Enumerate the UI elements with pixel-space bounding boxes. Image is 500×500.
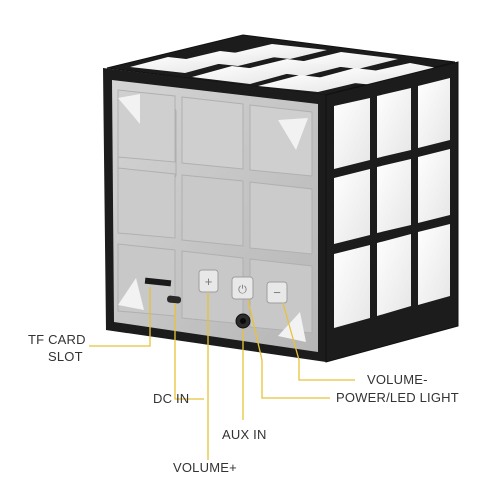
side-tile — [334, 245, 370, 328]
tf-card-label-line2: SLOT — [48, 349, 83, 364]
tf-card-slot-label: TF CARD SLOT — [28, 331, 86, 365]
tf-card-slot — [144, 277, 172, 287]
side-tile — [418, 224, 450, 305]
power-icon: ⏻ — [238, 283, 247, 296]
volume-plus-label: VOLUME+ — [173, 460, 237, 475]
side-tile — [334, 98, 370, 169]
volume-minus-label: VOLUME- — [367, 372, 428, 387]
callout-lines — [89, 287, 355, 460]
dc-in-port — [167, 295, 182, 304]
side-tile — [418, 149, 450, 223]
tf-card-label-line1: TF CARD — [28, 332, 86, 347]
cube-top-face — [106, 34, 456, 96]
side-tile — [377, 88, 411, 158]
power-led-light-label: POWER/LED LIGHT — [336, 390, 459, 405]
side-tile — [334, 169, 370, 244]
side-tile — [418, 78, 450, 148]
aux-in-label: AUX IN — [222, 427, 267, 442]
top-tile — [300, 52, 398, 69]
top-tile — [234, 44, 327, 59]
side-tile — [377, 234, 411, 316]
volume-minus-button[interactable] — [266, 281, 288, 304]
volume-minus-leader — [282, 302, 355, 381]
cube-side-face — [325, 61, 459, 363]
side-tile — [377, 159, 411, 233]
plus-icon: + — [205, 274, 213, 289]
cube-back-panel — [103, 68, 326, 362]
corner-triangle-icon — [278, 118, 308, 150]
power-led-button[interactable] — [231, 276, 254, 300]
power-led-leader — [247, 299, 330, 399]
dc-in-label: DC IN — [153, 391, 190, 406]
control-panel: + ⏻ − — [144, 269, 288, 329]
corner-triangle-icon — [118, 278, 144, 310]
corner-triangle-icon — [278, 312, 306, 342]
tf-card-leader — [89, 287, 151, 347]
corner-triangle-icon — [118, 94, 140, 124]
minus-icon: − — [273, 285, 281, 300]
dc-in-leader — [174, 303, 204, 400]
